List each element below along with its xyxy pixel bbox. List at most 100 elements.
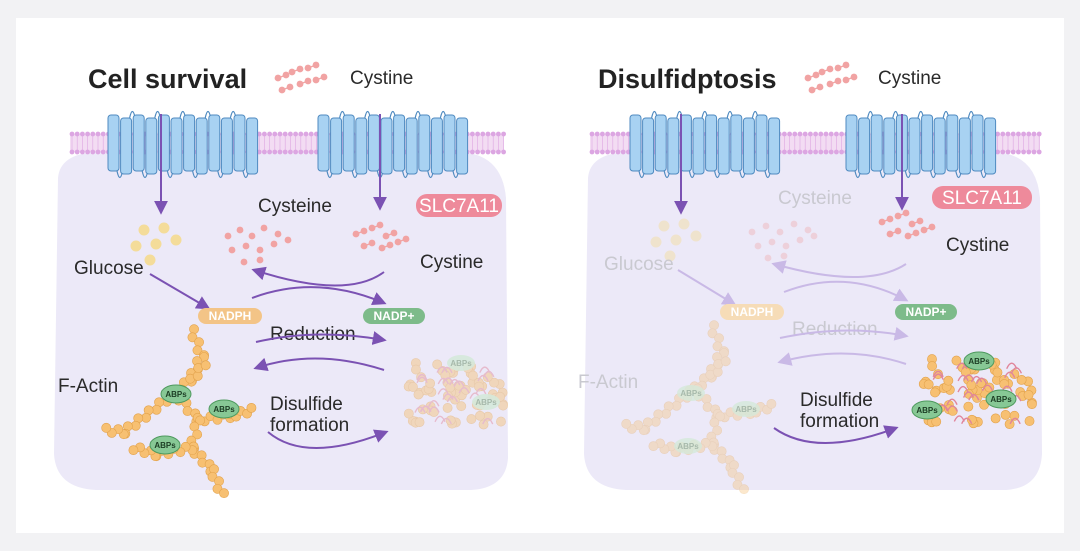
molecule-dot xyxy=(650,236,662,248)
cystine-atom xyxy=(912,229,920,237)
actin-monomer xyxy=(734,472,744,483)
actin-monomer xyxy=(446,416,457,427)
actin-monomer xyxy=(405,379,416,390)
transporter-helix xyxy=(845,114,858,172)
transporter-helix xyxy=(768,117,781,175)
disulfide-bond xyxy=(449,378,461,386)
lipid-head xyxy=(615,149,621,155)
disulfide-bond xyxy=(414,406,426,413)
nadph-label: NADPH xyxy=(209,309,252,323)
actin-monomer xyxy=(442,377,453,388)
disulfide-bond xyxy=(963,374,975,381)
disulfide-label-line2: formation xyxy=(800,411,879,432)
arrow-reduction-right xyxy=(779,326,909,341)
transporter-helix xyxy=(946,114,959,172)
actin-monomer xyxy=(650,416,661,427)
lipid-head xyxy=(792,149,798,155)
transporter-helix xyxy=(984,117,997,175)
disulfide-bond xyxy=(970,375,983,383)
glucose-label: Glucose xyxy=(604,254,674,275)
disulfide-bond xyxy=(441,366,453,374)
actin-monomer xyxy=(478,419,489,430)
molecule-dot xyxy=(138,224,150,236)
arrow-nadph-to-nadp xyxy=(783,280,909,302)
lipid-head xyxy=(813,131,818,137)
collapsed-actin-cluster-faded xyxy=(403,358,508,430)
cystine-dots-inner xyxy=(878,209,936,240)
lipid-head xyxy=(74,149,80,155)
transporter-helix xyxy=(958,117,971,175)
actin-monomer xyxy=(626,423,637,434)
lipid-head xyxy=(485,149,491,155)
lipid-head xyxy=(1026,131,1032,137)
actin-monomer xyxy=(475,410,485,421)
actin-monomer xyxy=(979,399,989,410)
lipid-head xyxy=(470,131,475,137)
transporter-helix xyxy=(220,117,233,175)
panel-disulfidptosis: Disulfidptosis Cystine Cysteine SLC7A11 … xyxy=(578,61,1042,495)
actin-monomer xyxy=(712,367,723,377)
disulfide-bond xyxy=(932,370,944,378)
lipid-head xyxy=(610,131,616,137)
transporter-helix xyxy=(183,114,196,172)
lipid-head xyxy=(818,149,824,155)
lipid-head xyxy=(303,131,309,137)
cystine-atom xyxy=(288,68,296,76)
actin-monomer xyxy=(482,372,493,382)
lipid-head xyxy=(620,131,626,137)
transporter-helix xyxy=(858,117,871,175)
actin-monomer xyxy=(943,375,954,386)
cystine-atom xyxy=(386,241,394,249)
actin-monomer xyxy=(410,416,421,427)
molecule-dot xyxy=(768,238,776,246)
lipid-head xyxy=(90,131,96,137)
disulfide-bond xyxy=(458,386,470,394)
lipid-head xyxy=(277,131,283,137)
disulfide-label-line2: formation xyxy=(270,415,349,436)
transporter-helix xyxy=(443,114,456,172)
molecule-dot xyxy=(780,252,788,260)
disulfide-bond xyxy=(482,417,494,425)
disulfide-bond xyxy=(957,385,969,393)
actin-monomer xyxy=(640,424,651,435)
actin-monomer xyxy=(497,387,508,398)
molecule-dot xyxy=(762,222,770,230)
molecule-dot xyxy=(170,234,182,246)
molecule-dot xyxy=(242,242,250,250)
actin-monomer xyxy=(923,379,934,390)
actin-monomer xyxy=(729,460,739,471)
cystine-dots-top xyxy=(274,61,328,94)
lipid-head xyxy=(1016,131,1021,137)
actin-monomer xyxy=(642,417,653,428)
molecule-dot xyxy=(810,232,818,240)
arrow-nadph-to-nadp xyxy=(251,286,387,306)
abp-label: ABPs xyxy=(154,441,176,450)
lipid-head xyxy=(100,131,106,137)
lipid-head xyxy=(485,131,491,137)
actin-monomer xyxy=(417,404,428,415)
actin-monomer xyxy=(200,360,211,371)
actin-monomer xyxy=(468,370,478,381)
transporter-helix xyxy=(342,114,355,172)
lipid-head xyxy=(470,149,475,155)
lipid-head xyxy=(480,131,486,137)
lipid-head xyxy=(787,149,792,155)
actin-monomer xyxy=(219,488,229,499)
nadph-badge xyxy=(720,304,784,320)
molecule-dot xyxy=(796,236,804,244)
lipid-head xyxy=(288,149,293,155)
actin-monomer xyxy=(714,333,724,344)
arrow-glucose-to-nadph xyxy=(677,269,737,306)
actin-monomer xyxy=(711,412,722,423)
cystine-inner-label: Cystine xyxy=(420,252,483,273)
lipid-head xyxy=(839,131,844,137)
actin-monomer xyxy=(990,413,1001,424)
cystine-atom xyxy=(286,83,294,91)
cystine-atom xyxy=(902,209,910,217)
lipid-head xyxy=(490,149,496,155)
actin-monomer xyxy=(966,380,977,390)
actin-monomer xyxy=(421,385,432,396)
arrow-glucose-to-nadph xyxy=(149,273,211,310)
actin-monomer xyxy=(709,417,720,428)
actin-monomer xyxy=(706,431,717,442)
